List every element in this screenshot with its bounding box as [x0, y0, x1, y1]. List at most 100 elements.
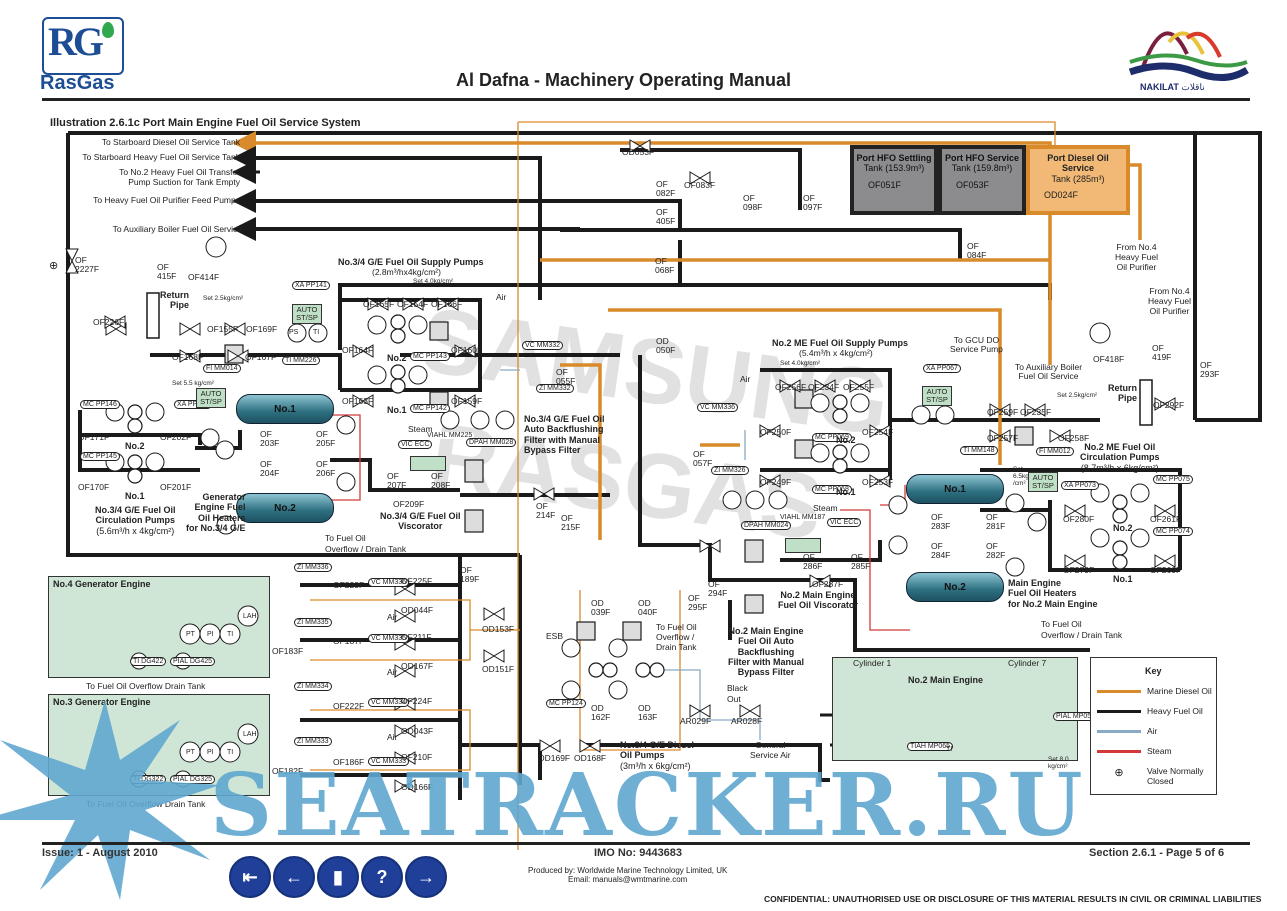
valve-of261f[interactable]: OF261F	[1150, 514, 1182, 524]
valve-of098f[interactable]: OF 098F	[743, 193, 763, 213]
valve-of206f[interactable]: OF 206F	[316, 459, 336, 479]
valve-of222f[interactable]: OF222F	[333, 701, 365, 711]
valve-of415f[interactable]: OF 415F	[157, 262, 177, 282]
auto-start-stop-me[interactable]: AUTO ST/SP	[922, 386, 952, 406]
valve-od168f[interactable]: OD168F	[574, 753, 607, 763]
valve-of215f[interactable]: OF 215F	[561, 513, 581, 533]
valve-of055f[interactable]: OF 055F	[556, 367, 576, 387]
valve-of207f[interactable]: OF 207F	[387, 471, 407, 491]
valve-of168f[interactable]: OF168F	[172, 352, 204, 362]
valve-of187f[interactable]: OF187F	[333, 636, 365, 646]
auto-start-stop-me-circ[interactable]: AUTO ST/SP	[1028, 472, 1058, 492]
valve-of282f[interactable]: OF 282F	[986, 541, 1006, 561]
valve-of225f[interactable]: OF225F	[401, 576, 433, 586]
valve-of292f[interactable]: OF292F	[1153, 400, 1185, 410]
valve-of097f[interactable]: OF 097F	[803, 193, 823, 213]
valve-of211f[interactable]: OF211F	[401, 632, 432, 642]
auto-start-stop-ge[interactable]: AUTO ST/SP	[292, 304, 322, 324]
valve-of163f[interactable]: OF163F	[342, 396, 374, 406]
valve-of183f[interactable]: OF183F	[272, 646, 304, 656]
valve-of051f[interactable]: OF051F	[868, 179, 902, 190]
valve-of165f[interactable]: OF165F	[363, 299, 395, 309]
valve-of414f[interactable]: OF414F	[188, 272, 220, 282]
valve-of294f[interactable]: OF 294F	[708, 579, 728, 599]
valve-of202f[interactable]: OF202F	[160, 432, 192, 442]
previous-page-button[interactable]: ←	[273, 856, 315, 898]
valve-od153f[interactable]: OD153F	[482, 624, 515, 634]
valve-od151f[interactable]: OD151F	[482, 664, 515, 674]
valve-of214f[interactable]: OF 214F	[536, 501, 556, 521]
valve-of182f[interactable]: OF182F	[272, 766, 304, 776]
valve-of224f[interactable]: OF224F	[401, 696, 433, 706]
valve-of295f[interactable]: OF 295F	[688, 593, 708, 613]
valve-of259f[interactable]: OF259F	[987, 407, 1019, 417]
valve-of280f[interactable]: OF280F	[1063, 514, 1095, 524]
valve-of249f[interactable]: OF249F	[760, 477, 792, 487]
valve-of210f[interactable]: OF210F	[401, 752, 433, 762]
valve-of405f[interactable]: OF 405F	[656, 207, 676, 227]
valve-of287f[interactable]: OF287F	[812, 579, 844, 589]
valve-of284f[interactable]: OF 284F	[931, 541, 951, 561]
valve-ar028f[interactable]: AR028F	[731, 716, 763, 726]
valve-of250f[interactable]: OF250F	[760, 427, 792, 437]
valve-of068f[interactable]: OF 068F	[655, 256, 675, 276]
valve-of209f[interactable]: OF209F	[393, 499, 425, 509]
valve-of205f[interactable]: OF 205F	[316, 429, 336, 449]
valve-of166f[interactable]: OF166F	[431, 299, 463, 309]
valve-of283f[interactable]: OF 283F	[931, 512, 951, 532]
valve-of167f[interactable]: OF167F	[245, 352, 277, 362]
bookmark-button[interactable]: ▮	[317, 856, 359, 898]
valve-of203f[interactable]: OF 203F	[260, 429, 280, 449]
valve-of255f[interactable]: OF255F	[843, 382, 875, 392]
valve-of257f[interactable]: OF257F	[987, 433, 1019, 443]
valve-of281f[interactable]: OF 281F	[986, 512, 1006, 532]
valve-od040f[interactable]: OD 040F	[638, 598, 658, 618]
valve-od050f[interactable]: OD 050F	[656, 336, 676, 356]
valve-of235f[interactable]: OF235F	[1020, 407, 1052, 417]
valve-of170f[interactable]: OF170F	[78, 482, 110, 492]
valve-of186f[interactable]: OF186F	[333, 757, 365, 767]
valve-of189f[interactable]: OF 189F	[460, 565, 480, 585]
valve-of201f[interactable]: OF201F	[160, 482, 192, 492]
help-button[interactable]: ?	[361, 856, 403, 898]
valve-of418f[interactable]: OF418F	[1093, 354, 1125, 364]
valve-of164f[interactable]: OF164F	[342, 345, 374, 355]
valve-of256f[interactable]: OF256F	[775, 382, 807, 392]
valve-od053f[interactable]: OD053F	[622, 147, 655, 157]
valve-of2227f[interactable]: OF 2227F	[75, 255, 100, 275]
valve-ar029f[interactable]: AR029F	[680, 716, 712, 726]
first-page-button[interactable]: ⇤	[229, 856, 271, 898]
valve-of234f[interactable]: OF234F	[808, 382, 840, 392]
valve-of254f[interactable]: OF254F	[862, 427, 894, 437]
valve-of419f[interactable]: OF 419F	[1152, 343, 1172, 363]
valve-od024f[interactable]: OD024F	[1044, 190, 1079, 201]
valve-of057f[interactable]: OF 057F	[693, 449, 713, 469]
valve-of293f[interactable]: OF 293F	[1200, 360, 1220, 380]
auto-start-stop-ge-circ[interactable]: AUTO ST/SP	[196, 388, 226, 408]
valve-of253f[interactable]: OF253F	[862, 477, 894, 487]
valve-of279f[interactable]: OF279F	[1063, 565, 1095, 575]
valve-of084f[interactable]: OF 084F	[967, 241, 987, 261]
valve-od044f[interactable]: OD044F	[401, 605, 434, 615]
valve-od162f[interactable]: OD 162F	[591, 703, 611, 723]
next-page-button[interactable]: →	[405, 856, 447, 898]
valve-of285f[interactable]: OF 285F	[851, 552, 871, 572]
valve-od039f[interactable]: OD 039F	[591, 598, 611, 618]
valve-od043f[interactable]: OD043F	[401, 726, 434, 736]
valve-od169f[interactable]: OD169F	[538, 753, 571, 763]
valve-of159f[interactable]: OF159F	[451, 396, 483, 406]
valve-od166f[interactable]: OD166F	[401, 782, 434, 792]
valve-of082f[interactable]: OF 082F	[656, 179, 676, 199]
valve-of169f[interactable]: OF169F	[246, 324, 278, 334]
valve-of155f[interactable]: OF155F	[207, 324, 239, 334]
valve-od167f[interactable]: OD167F	[401, 661, 434, 671]
valve-of223f[interactable]: OF223F	[333, 580, 365, 590]
valve-of154f[interactable]: OF154F	[397, 299, 429, 309]
valve-of053f[interactable]: OF053F	[956, 179, 990, 190]
valve-of260f[interactable]: OF260F	[1150, 565, 1182, 575]
valve-of171f[interactable]: OF171F	[78, 432, 110, 442]
valve-of204f[interactable]: OF 204F	[260, 459, 280, 479]
valve-of226f[interactable]: OF226F	[93, 317, 125, 327]
valve-of258f[interactable]: OF258F	[1058, 433, 1090, 443]
valve-of083f[interactable]: OF083F	[684, 180, 716, 190]
